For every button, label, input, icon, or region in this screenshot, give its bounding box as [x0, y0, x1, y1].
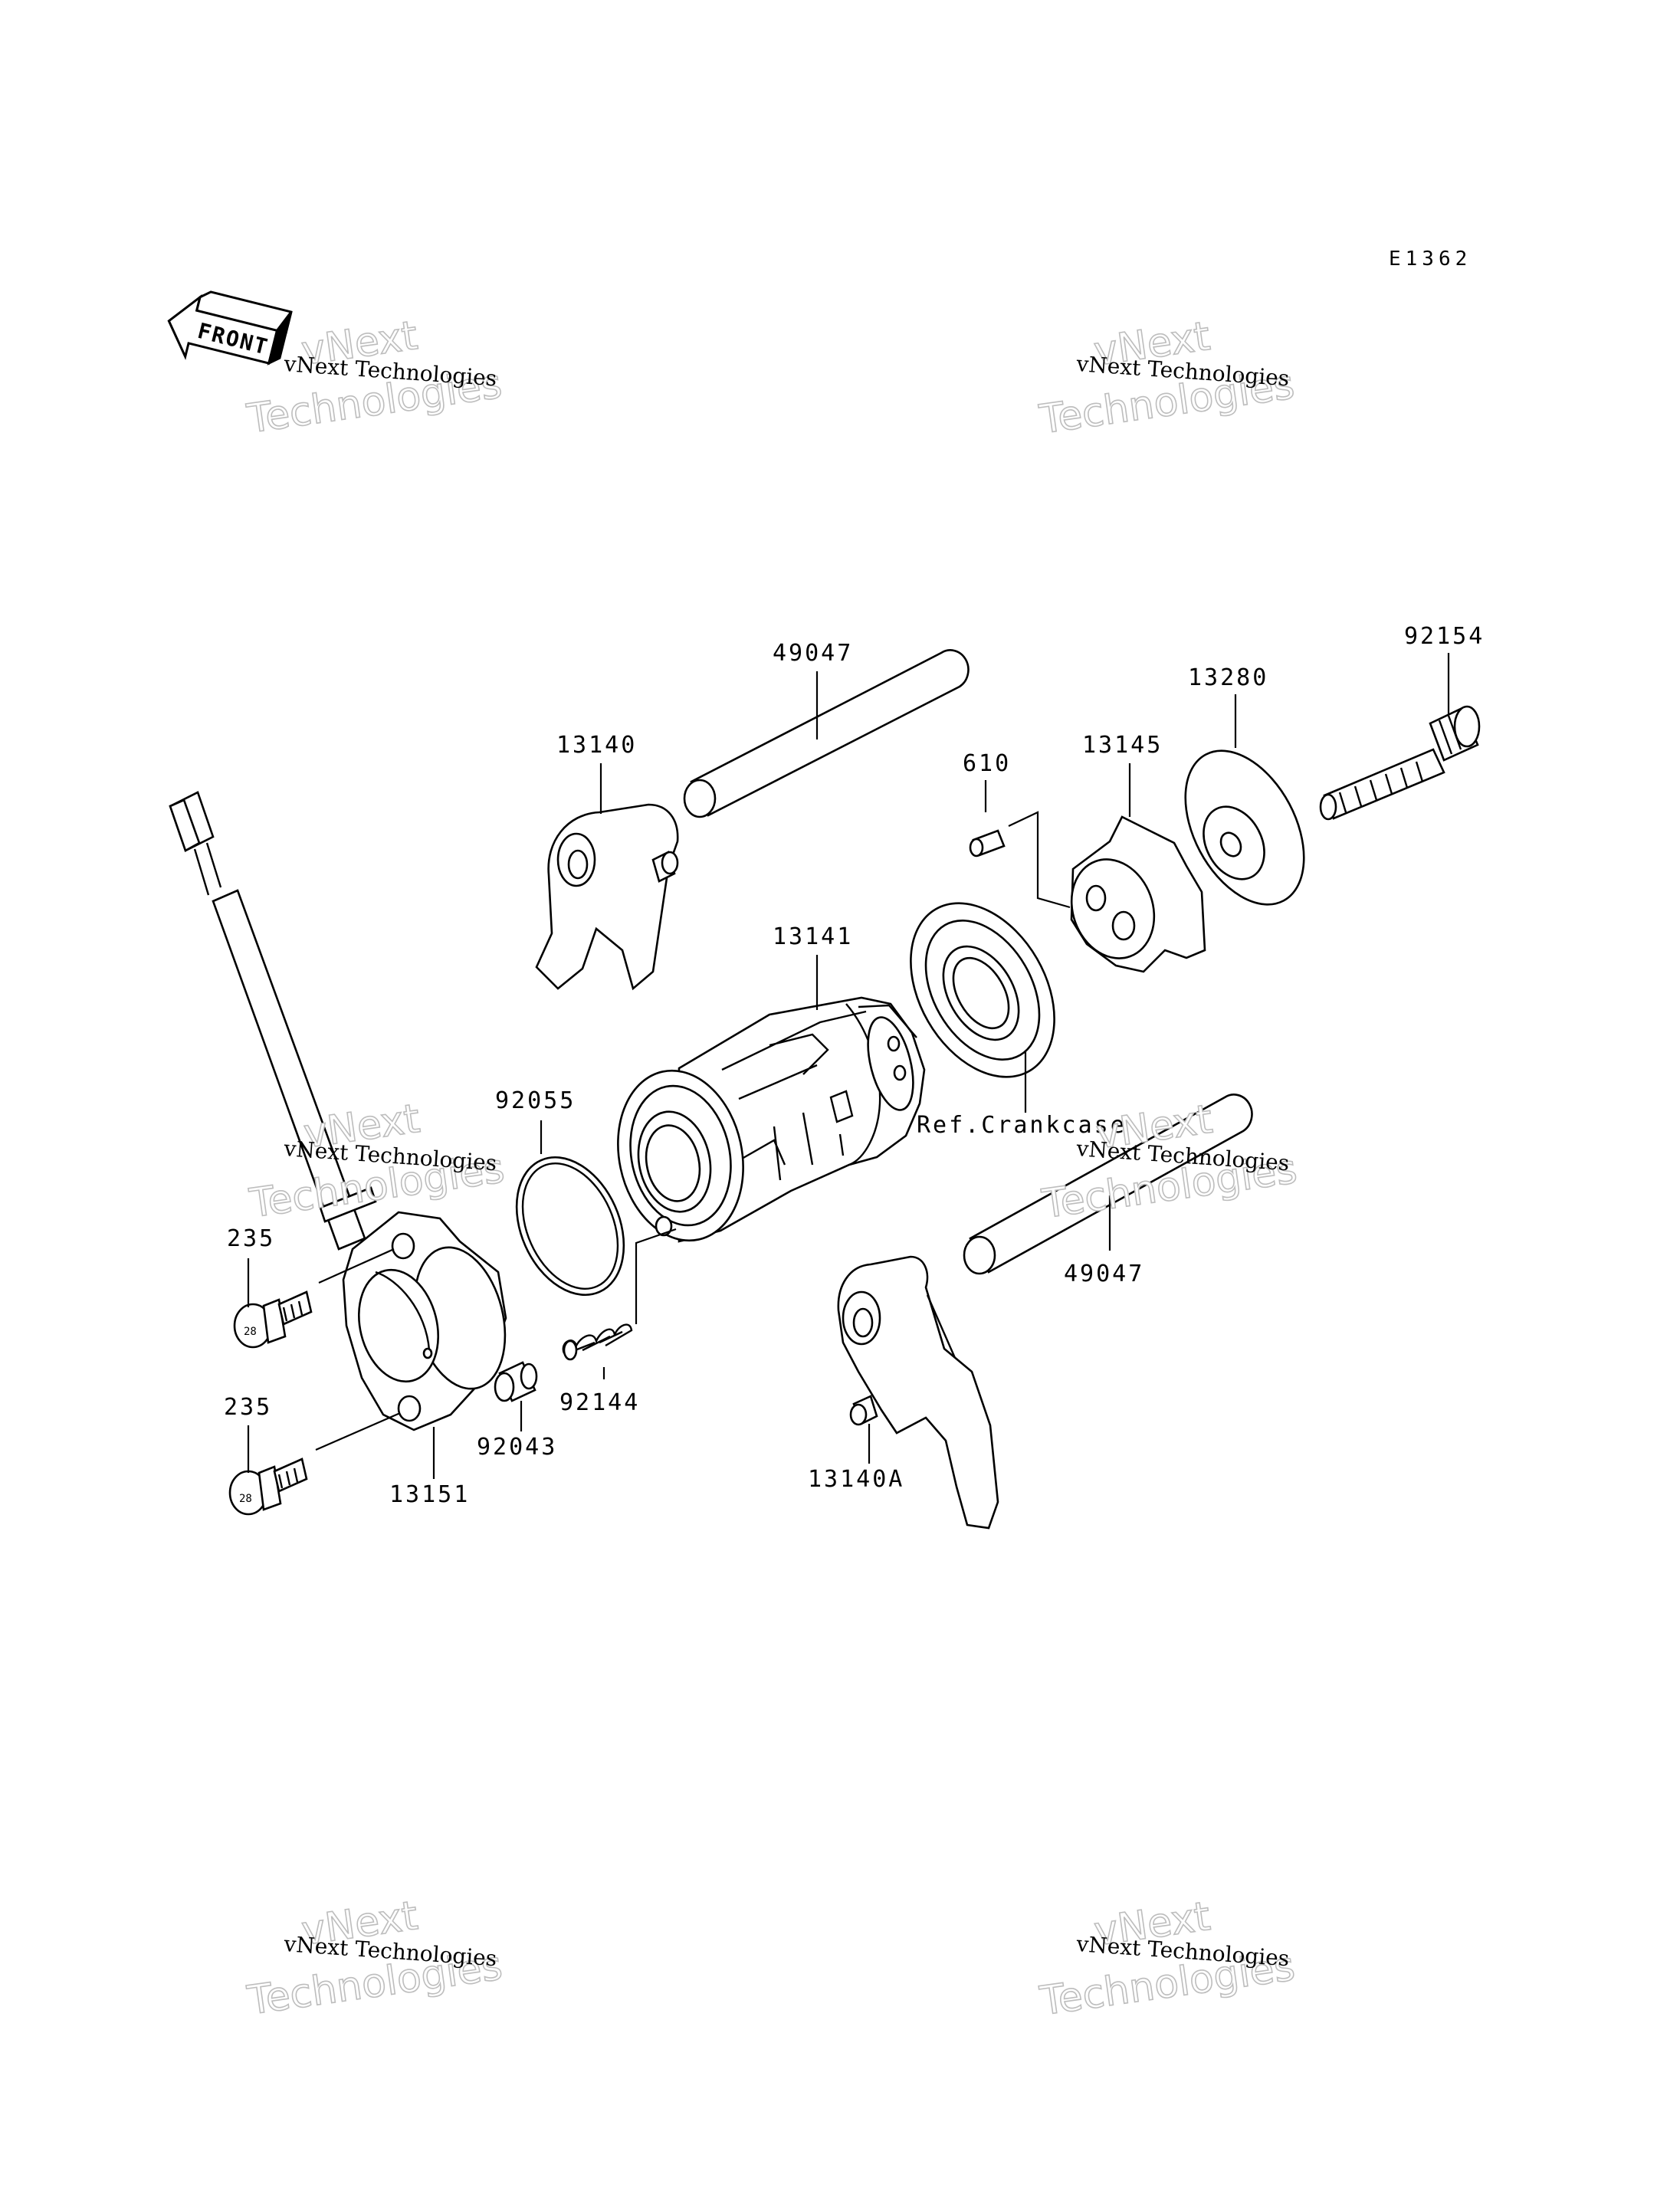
svg-text:28: 28 [244, 1326, 257, 1338]
label-92154: 92154 [1404, 623, 1485, 650]
label-13140A: 13140A [808, 1466, 904, 1493]
plunger-92043 [494, 1361, 538, 1402]
label-610: 610 [963, 750, 1011, 777]
diagram-code: E1362 [1389, 248, 1472, 271]
label-13141: 13141 [773, 923, 853, 950]
bolt-235-bottom: 28 [228, 1458, 308, 1516]
pin-610 [969, 829, 1006, 857]
front-arrow-icon: FRONT [167, 290, 293, 366]
label-92144: 92144 [559, 1389, 640, 1416]
fork-13140 [535, 803, 679, 991]
label-235-bottom: 235 [224, 1394, 272, 1421]
o-ring-92055 [515, 1156, 625, 1297]
label-13145: 13145 [1082, 732, 1163, 759]
bolt-92154 [1319, 705, 1481, 821]
label-13151: 13151 [389, 1481, 470, 1508]
label-ref-crankcase: Ref.Crankcase [917, 1112, 1127, 1139]
label-49047-bottom: 49047 [1064, 1261, 1144, 1287]
neutral-switch-13151 [169, 791, 507, 1431]
shift-drum-13141 [617, 996, 926, 1243]
shaft-49047-bottom [963, 1094, 1253, 1275]
fork-13140A [837, 1255, 999, 1530]
bearing [910, 902, 1055, 1078]
svg-text:28: 28 [239, 1493, 252, 1505]
label-92043: 92043 [477, 1434, 557, 1461]
label-235-top: 235 [227, 1225, 275, 1252]
cam-13145 [1070, 815, 1206, 973]
label-13140: 13140 [556, 732, 637, 759]
label-49047-top: 49047 [773, 640, 853, 667]
label-13280: 13280 [1188, 664, 1268, 691]
label-92055: 92055 [495, 1087, 576, 1114]
shaft-49047-top [683, 649, 970, 818]
spring-92144 [562, 1323, 633, 1361]
bolt-235-top: 28 [233, 1290, 313, 1349]
plate-13280 [1184, 749, 1305, 906]
